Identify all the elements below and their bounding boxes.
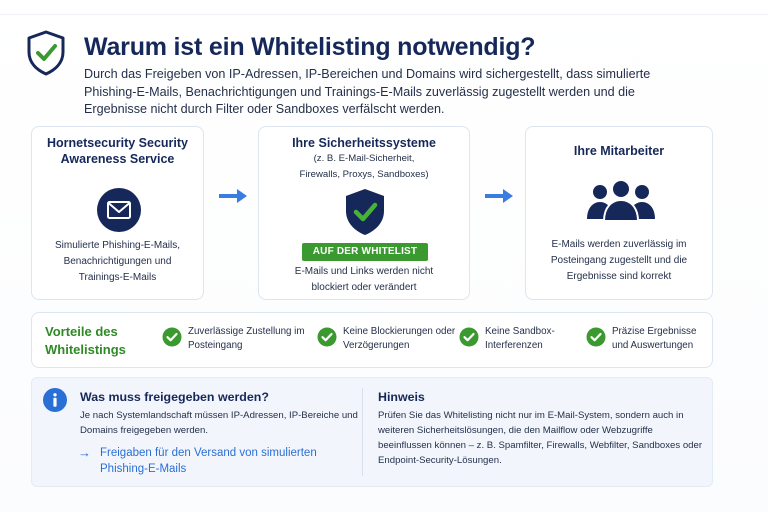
benefits-panel: Vorteile des Whitelistings Zuverlässige … (31, 312, 713, 368)
check-circle-icon (162, 327, 182, 347)
source-card: Hornetsecurity Security Awareness Servic… (31, 126, 204, 300)
arrow-right-icon (219, 189, 247, 203)
note-text: Prüfen Sie das Whitelisting nicht nur im… (378, 410, 703, 466)
requirements-title: Was muss freigegeben werden? (80, 390, 269, 404)
source-card-text: Simulierte Phishing-E-Mails, Benachricht… (54, 240, 181, 283)
note-title: Hinweis (378, 390, 425, 404)
arrow-right-icon: → (78, 445, 91, 460)
benefit-label: Zuverlässige Zustellung im Posteingang (188, 326, 305, 351)
info-icon (43, 388, 67, 412)
whitelist-badge: AUF DER WHITELIST (302, 243, 428, 261)
info-divider (362, 388, 363, 476)
benefits-title: Vorteile des Whitelistings (45, 324, 126, 357)
requirements-text: Je nach Systemlandschaft müssen IP-Adres… (80, 410, 358, 436)
info-panel: Was muss freigegeben werden? Je nach Sys… (31, 377, 713, 487)
people-icon (587, 179, 655, 222)
benefit-label: Keine Sandbox-Interferenzen (485, 326, 555, 351)
shield-check-icon (27, 30, 65, 76)
systems-card-title: Ihre Sicherheitssysteme (292, 136, 436, 150)
shield-check-icon (346, 189, 384, 235)
whitelist-details-link[interactable]: Freigaben für den Versand von simulierte… (100, 447, 317, 475)
check-circle-icon (317, 327, 337, 347)
systems-card: Ihre Sicherheitssysteme (z. B. E-Mail-Si… (258, 126, 470, 300)
arrow-right-icon (485, 189, 513, 203)
check-circle-icon (459, 327, 479, 347)
systems-card-subtitle: (z. B. E-Mail-Sicherheit, Firewalls, Pro… (299, 153, 429, 180)
check-circle-icon (586, 327, 606, 347)
benefit-label: Präzise Ergebnisse und Auswertungen (612, 326, 697, 351)
systems-card-text: E-Mails und Links werden nicht blockiert… (294, 266, 434, 293)
intro-text: Durch das Freigeben von IP-Adressen, IP-… (84, 67, 651, 116)
benefit-label: Keine Blockierungen oder Verzögerungen (343, 326, 456, 351)
source-card-title: Hornetsecurity Security Awareness Servic… (46, 136, 189, 166)
envelope-icon (97, 188, 141, 232)
page-title: Warum ist ein Whitelisting notwendig? (84, 33, 536, 61)
employees-card-title: Ihre Mitarbeiter (573, 144, 665, 158)
employees-card-text: E-Mails werden zuverlässig im Posteingan… (550, 239, 688, 282)
top-divider (0, 14, 768, 15)
employees-card: Ihre Mitarbeiter E-Mails werden zuverläs… (525, 126, 713, 300)
